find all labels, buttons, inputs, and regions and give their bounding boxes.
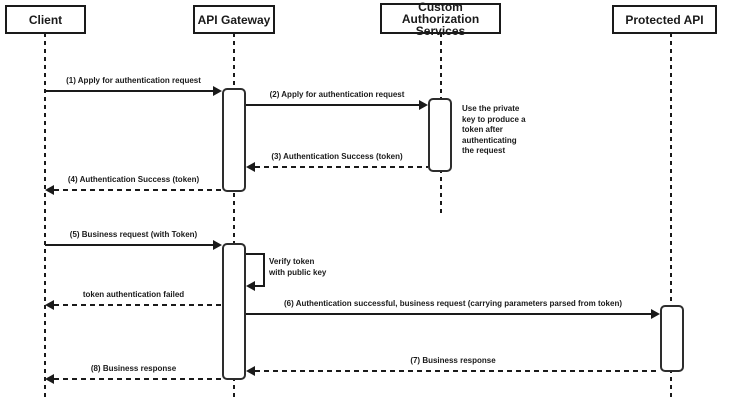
- actor-protected-api: Protected API: [612, 5, 717, 34]
- message-failed-label: token authentication failed: [82, 290, 185, 299]
- self-message-top-line: [246, 253, 265, 255]
- actor-api-gateway: API Gateway: [193, 5, 275, 34]
- message-8-arrowhead-icon: [45, 374, 54, 384]
- message-1-arrowhead-icon: [213, 86, 222, 96]
- self-message-arrowhead-icon: [246, 281, 255, 291]
- message-7-arrowhead-icon: [246, 366, 255, 376]
- lifeline-client: [44, 33, 46, 397]
- activation-api-gateway-business: [222, 243, 246, 380]
- message-6-line: [246, 313, 651, 315]
- actor-custom-auth-label: Custom Authorization Services: [401, 0, 480, 38]
- message-2-arrowhead-icon: [419, 100, 428, 110]
- actor-client-label: Client: [28, 12, 63, 27]
- lifeline-protected-api: [670, 33, 672, 397]
- message-8-line: [54, 378, 222, 380]
- message-6-arrowhead-icon: [651, 309, 660, 319]
- message-2-label: (2) Apply for authentication request: [269, 90, 405, 99]
- activation-protected-api: [660, 305, 684, 372]
- actor-protected-api-label: Protected API: [625, 12, 704, 27]
- message-6-label: (6) Authentication successful, business …: [283, 299, 623, 308]
- activation-custom-auth: [428, 98, 452, 172]
- message-4-arrowhead-icon: [45, 185, 54, 195]
- message-5-label: (5) Business request (with Token): [69, 230, 198, 239]
- self-message-bottom-line: [255, 285, 265, 287]
- message-3-arrowhead-icon: [246, 162, 255, 172]
- actor-api-gateway-label: API Gateway: [197, 12, 271, 27]
- self-message-label: Verify token with public key: [269, 257, 327, 277]
- message-4-line: [54, 189, 222, 191]
- actor-client: Client: [5, 5, 86, 34]
- message-5-arrowhead-icon: [213, 240, 222, 250]
- message-3-label: (3) Authentication Success (token): [271, 152, 403, 161]
- message-failed-arrowhead-icon: [45, 300, 54, 310]
- self-message-vertical-line: [263, 253, 265, 287]
- message-2-line: [246, 104, 419, 106]
- message-1-line: [45, 90, 213, 92]
- activation-api-gateway-auth: [222, 88, 246, 192]
- message-1-label: (1) Apply for authentication request: [66, 76, 201, 85]
- actor-custom-auth: Custom Authorization Services: [380, 0, 501, 38]
- note-private-key: Use the private key to produce a token a…: [462, 104, 526, 155]
- message-7-label: (7) Business response: [410, 356, 496, 365]
- message-7-line: [255, 370, 660, 372]
- message-4-label: (4) Authentication Success (token): [67, 175, 200, 184]
- message-3-line: [255, 166, 428, 168]
- message-failed-line: [54, 304, 222, 306]
- message-5-line: [45, 244, 213, 246]
- lifeline-api-gateway: [233, 33, 235, 397]
- message-8-label: (8) Business response: [90, 364, 177, 373]
